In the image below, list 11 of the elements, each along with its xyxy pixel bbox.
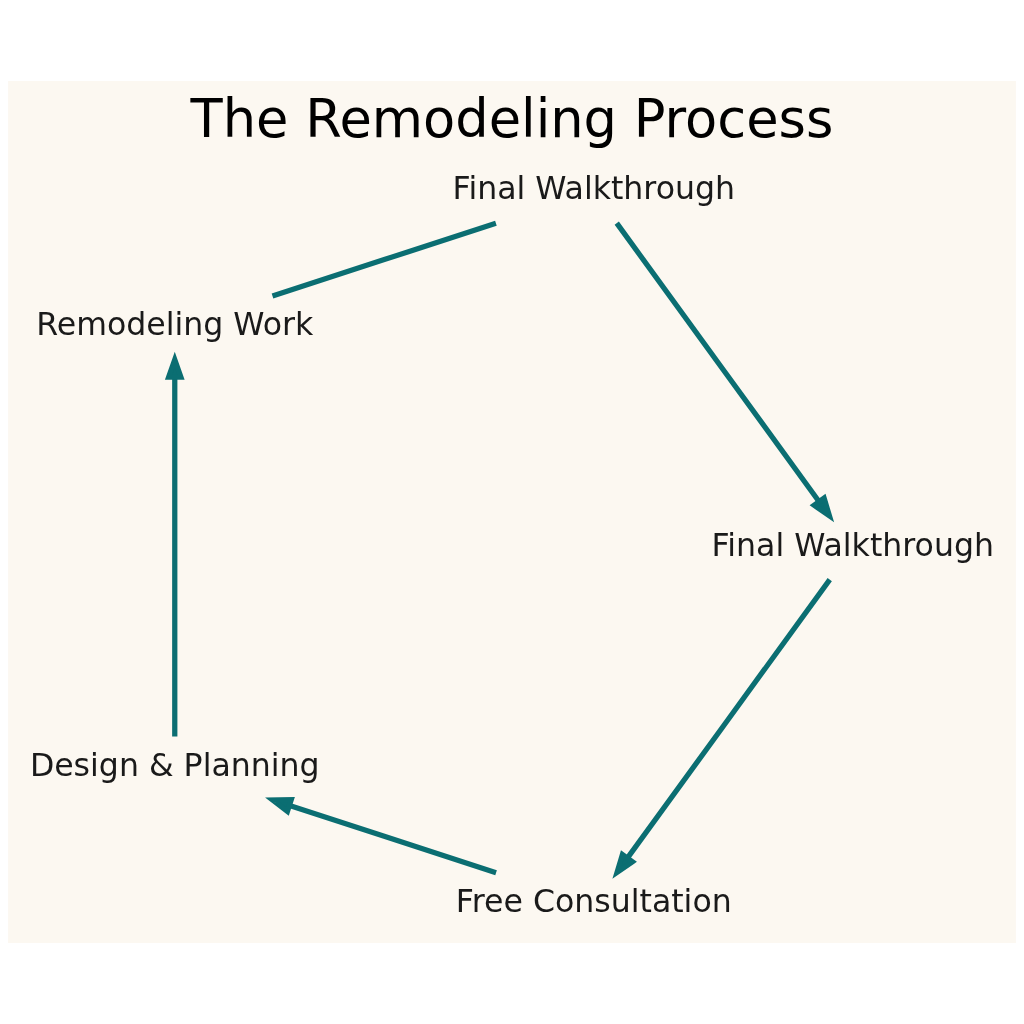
arrow bbox=[612, 578, 832, 879]
node-text: Remodeling Work bbox=[36, 306, 314, 343]
node-text: Free Consultation bbox=[455, 883, 732, 920]
node-text: Design & Planning bbox=[29, 746, 320, 783]
arrow bbox=[265, 796, 497, 876]
node-text: Final Walkthrough bbox=[711, 526, 994, 563]
arrow bbox=[164, 351, 185, 737]
node-text: Final Walkthrough bbox=[452, 170, 736, 207]
connector bbox=[271, 220, 497, 299]
diagram-title: The Remodeling Process bbox=[190, 88, 834, 150]
arrow bbox=[614, 221, 835, 523]
